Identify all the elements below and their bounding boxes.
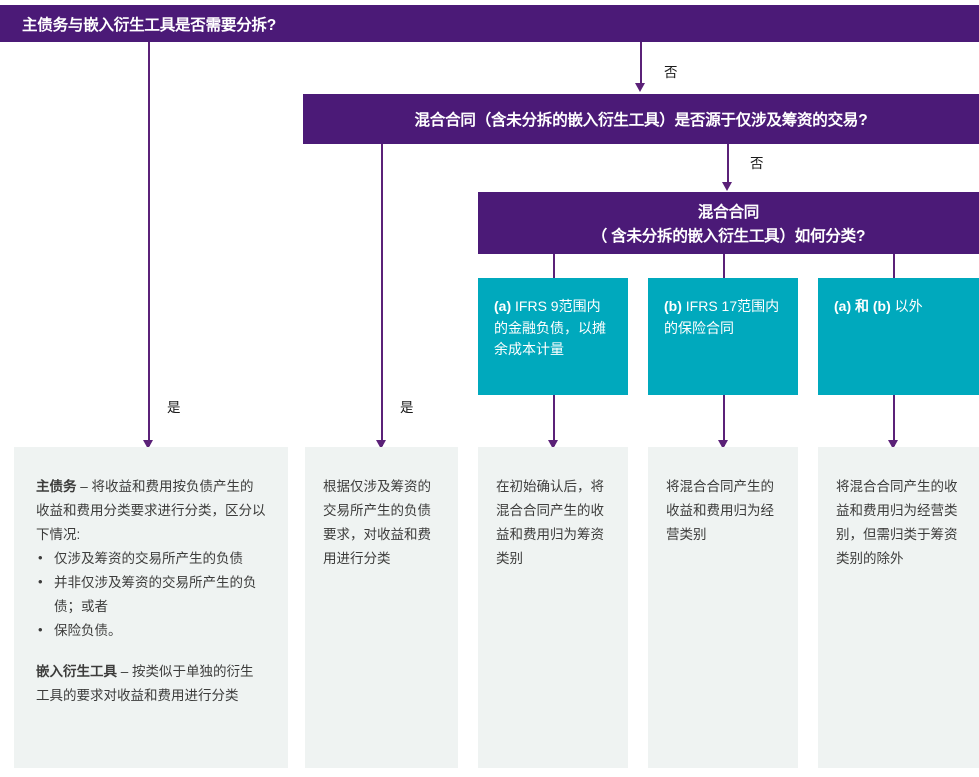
option-box-ifrs17-insurance-contract-tag: (b)	[664, 298, 682, 314]
connector-q3-option-b	[723, 254, 725, 278]
connector-q1-no	[640, 42, 642, 87]
connector-option-a-outcome-arrow	[548, 440, 558, 449]
outcome-box-operating-category: 将混合合同产生的收益和费用归为经营类别	[648, 447, 798, 768]
decision-box-host-separation: 主债务与嵌入衍生工具是否需要分拆?	[0, 5, 979, 42]
connector-q2-no	[727, 144, 729, 186]
outcome-operating-text: 将混合合同产生的收益和费用归为经营类别	[666, 479, 774, 543]
connector-q2-yes	[381, 144, 383, 446]
decision-box-financing-only-transaction-label: 混合合同（含未分拆的嵌入衍生工具）是否源于仅涉及筹资的交易?	[414, 112, 868, 129]
outcome-embedded-dash: –	[117, 664, 133, 680]
option-box-ifrs9-amortised-cost: (a) IFRS 9范围内的金融负债，以摊余成本计量	[478, 278, 628, 395]
decision-box-hybrid-classification-line1: 混合合同	[697, 204, 760, 221]
decision-box-hybrid-classification: 混合合同 （ 含未分拆的嵌入衍生工具）如何分类?	[478, 192, 979, 254]
branch-label-q2-yes: 是	[400, 400, 414, 415]
decision-box-financing-only-transaction: 混合合同（含未分拆的嵌入衍生工具）是否源于仅涉及筹资的交易?	[303, 94, 979, 144]
outcome-host-intro-text: 将收益和费用按负债产生的收益和费用分类要求进行分类，区分以下情况:	[36, 479, 266, 543]
list-item: 并非仅涉及筹资的交易所产生的负债；或者	[36, 570, 266, 619]
outcome-box-initial-recognition-financing: 在初始确认后，将混合合同产生的收益和费用归为筹资类别	[478, 447, 628, 768]
option-box-ifrs9-amortised-cost-text: IFRS 9范围内的金融负债，以摊余成本计量	[494, 298, 606, 358]
outcome-host-intro-dash: –	[76, 479, 92, 494]
connector-option-c-outcome	[893, 395, 895, 446]
decision-box-host-separation-label: 主债务与嵌入衍生工具是否需要分拆?	[22, 16, 277, 34]
connector-option-b-outcome-arrow	[718, 440, 728, 449]
connector-q2-yes-arrow	[376, 440, 386, 449]
connector-q3-option-c	[893, 254, 895, 278]
connector-q1-yes-arrow	[143, 440, 153, 449]
outcome-embedded-text: 按类似于单独的衍生工具的要求对收益和费用进行分类	[36, 664, 254, 704]
outcome-initial-recognition-text: 在初始确认后，将混合合同产生的收益和费用归为筹资类别	[496, 479, 604, 567]
option-box-ifrs17-insurance-contract-text: IFRS 17范围内的保险合同	[664, 298, 780, 336]
branch-label-q2-no: 否	[750, 156, 764, 171]
connector-option-c-outcome-arrow	[888, 440, 898, 449]
outcome-embedded-derivative: 嵌入衍生工具 – 按类似于单独的衍生工具的要求对收益和费用进行分类	[36, 660, 266, 708]
connector-q3-option-a	[553, 254, 555, 278]
list-item: 仅涉及筹资的交易所产生的负债	[36, 546, 266, 571]
outcome-host-intro-label: 主债务	[36, 479, 77, 494]
outcome-host-bullet-list: 仅涉及筹资的交易所产生的负债 并非仅涉及筹资的交易所产生的负债；或者 保险负债。	[36, 546, 266, 643]
outcome-box-financing-requirements: 根据仅涉及筹资的交易所产生的负债要求，对收益和费用进行分类	[305, 447, 458, 768]
decision-box-hybrid-classification-line2: （ 含未分拆的嵌入衍生工具）如何分类?	[591, 228, 866, 245]
outcome-embedded-label: 嵌入衍生工具	[36, 664, 117, 680]
outcome-operating-except-text: 将混合合同产生的收益和费用归为经营类别，但需归类于筹资类别的除外	[836, 479, 958, 567]
connector-q2-no-arrow	[722, 182, 732, 191]
outcome-financing-text: 根据仅涉及筹资的交易所产生的负债要求，对收益和费用进行分类	[323, 479, 431, 567]
connector-option-b-outcome	[723, 395, 725, 446]
option-box-other-than-a-and-b-text: 以外	[894, 298, 923, 314]
connector-q1-no-arrow	[635, 83, 645, 92]
outcome-box-operating-except-financing: 将混合合同产生的收益和费用归为经营类别，但需归类于筹资类别的除外	[818, 447, 979, 768]
connector-option-a-outcome	[553, 395, 555, 446]
list-item: 保险负债。	[36, 618, 266, 643]
branch-label-q1-yes: 是	[167, 400, 181, 415]
outcome-host-intro: 主债务 – 将收益和费用按负债产生的收益和费用分类要求进行分类，区分以下情况:	[36, 475, 266, 547]
option-box-other-than-a-and-b-tag: (a) 和 (b)	[834, 298, 891, 314]
outcome-box-host-and-embedded: 主债务 – 将收益和费用按负债产生的收益和费用分类要求进行分类，区分以下情况: …	[14, 447, 288, 768]
option-box-ifrs17-insurance-contract: (b) IFRS 17范围内的保险合同	[648, 278, 798, 395]
branch-label-q1-no: 否	[664, 65, 678, 80]
option-box-other-than-a-and-b: (a) 和 (b) 以外	[818, 278, 979, 395]
connector-q1-yes	[148, 42, 150, 446]
option-box-ifrs9-amortised-cost-tag: (a)	[494, 298, 512, 314]
